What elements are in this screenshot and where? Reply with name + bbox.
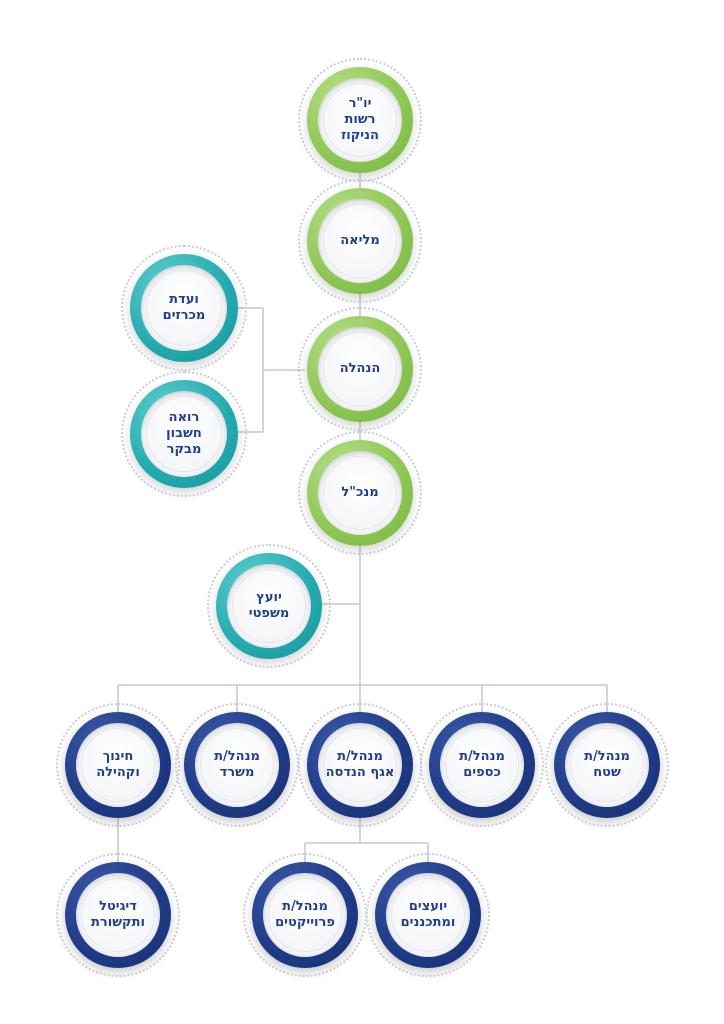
node-projects-manager-label: מנהל/ת פרוייקטים [275,899,335,930]
node-ceo: מנכ"ל [298,431,422,555]
node-engineering-manager-label: מנהל/ת אגף הנדסה [325,749,395,780]
node-legal-advisor-label: יועץ משפטי [248,590,290,621]
node-finance-manager: מנהל/ת כספים [420,703,544,827]
node-consultants-planners-label: יועצים ומתכננים [400,899,456,930]
node-office-manager: מנהל/ת משרד [175,703,299,827]
node-field-manager: מנהל/ת שטח [545,703,669,827]
node-engineering-manager: מנהל/ת אגף הנדסה [298,703,422,827]
node-management: הנהלה [298,307,422,431]
node-digital-communications-label: דיגיטל ותקשורת [91,899,145,930]
node-auditor-label: רואה חשבון מבקר [166,410,202,457]
node-management-label: הנהלה [339,361,381,376]
node-tenders-committee: ועדת מכרזים [121,245,247,371]
node-education-community: חינוך וקהילה [56,703,180,827]
node-education-community-label: חינוך וקהילה [96,749,140,780]
node-auditor: רואה חשבון מבקר [121,371,247,497]
node-office-manager-label: מנהל/ת משרד [214,749,260,780]
node-projects-manager: מנהל/ת פרוייקטים [243,853,367,977]
connector-management-side [238,307,305,433]
connector-engineering-sub [304,818,429,862]
node-field-manager-label: מנהל/ת שטח [584,749,630,780]
node-plenary: מליאה [298,179,422,303]
node-digital-communications: דיגיטל ותקשורת [56,853,180,977]
node-tenders-committee-label: ועדת מכרזים [162,292,206,323]
node-ceo-label: מנכ"ל [341,485,379,500]
node-chairman-label: יו"ר רשות הניקוז [341,96,379,143]
node-plenary-label: מליאה [340,233,380,248]
connector-departments [117,684,608,712]
node-finance-manager-label: מנהל/ת כספים [459,749,505,780]
node-consultants-planners: יועצים ומתכננים [366,853,490,977]
node-chairman: יו"ר רשות הניקוז [298,58,422,182]
node-legal-advisor: יועץ משפטי [207,544,331,668]
